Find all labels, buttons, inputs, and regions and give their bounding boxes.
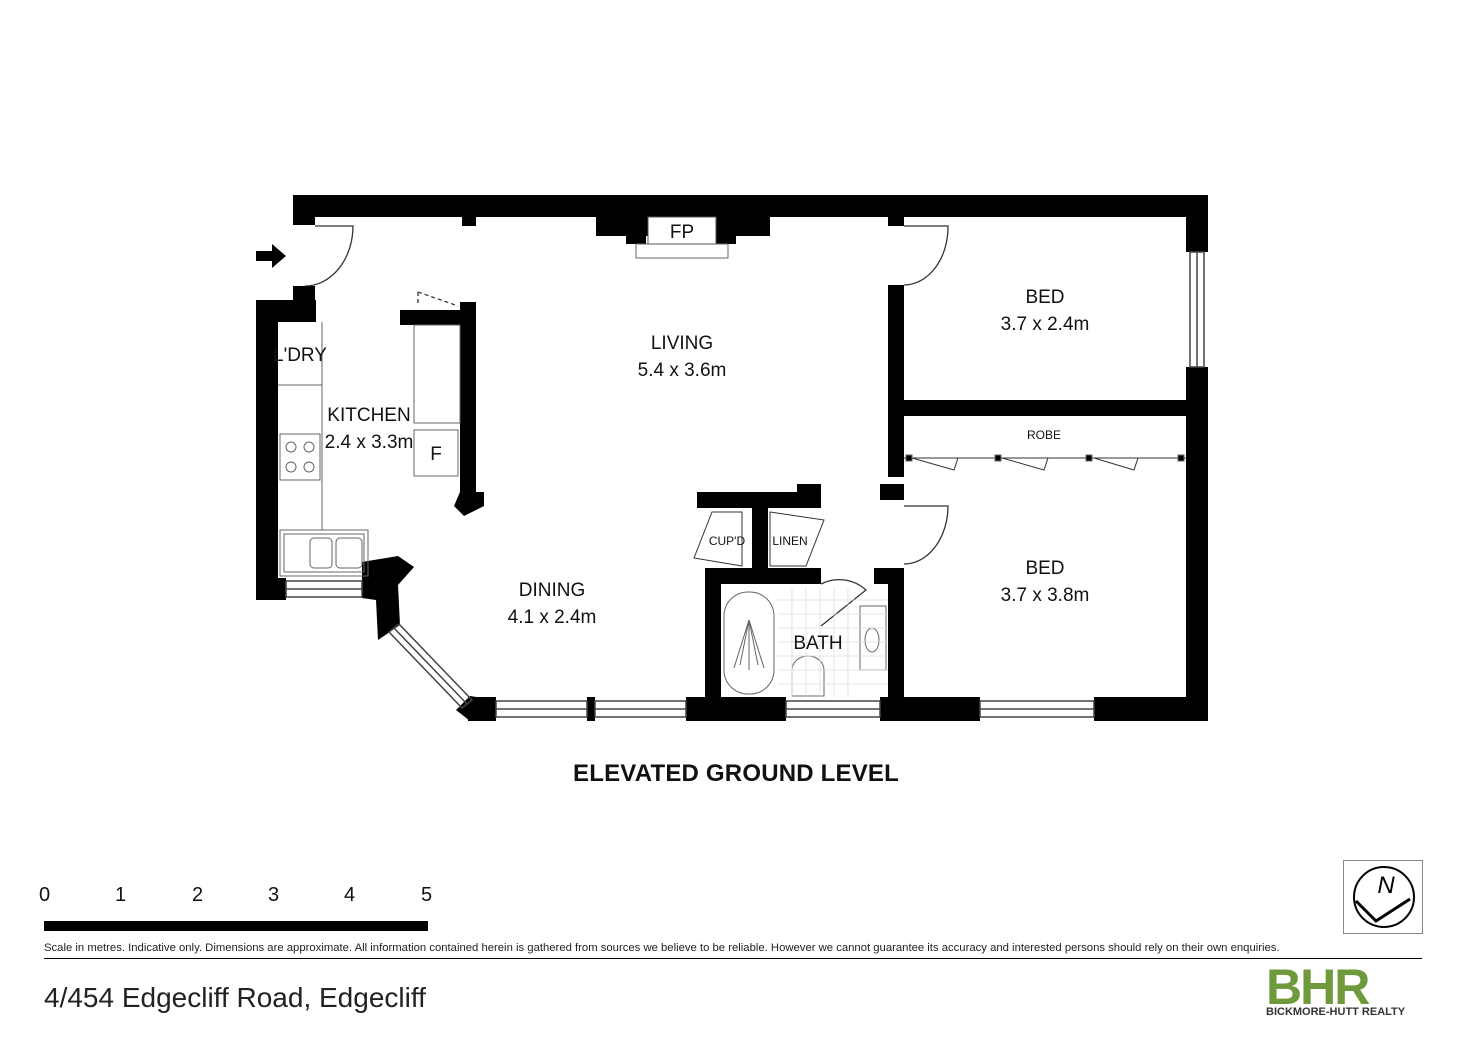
cupboard-label: CUP'D <box>709 534 746 548</box>
level-title: ELEVATED GROUND LEVEL <box>573 760 899 787</box>
scale-bar <box>44 921 428 931</box>
windows <box>285 251 1205 718</box>
bed1-size: 3.7 x 2.4m <box>1001 314 1090 335</box>
dining-name: DINING <box>519 580 586 601</box>
compass-north-label: N <box>1377 872 1395 899</box>
fixtures <box>278 216 1186 697</box>
scale-tick: 1 <box>115 884 127 906</box>
living-size: 5.4 x 3.6m <box>638 360 727 381</box>
fridge-label: F <box>430 444 442 465</box>
agency-logo: BHR BICKMORE-HUTT REALTY <box>1262 958 1424 1020</box>
linen-label: LINEN <box>772 534 807 548</box>
laundry-label: L'DRY <box>273 345 327 366</box>
robe-label: ROBE <box>1027 428 1061 442</box>
logo-mark: BHR <box>1266 959 1370 1015</box>
bath-label: BATH <box>793 633 842 654</box>
logo-name: BICKMORE-HUTT REALTY <box>1266 1006 1406 1018</box>
entry-arrow-icon <box>256 244 286 268</box>
disclaimer: Scale in metres. Indicative only. Dimens… <box>44 942 1280 954</box>
north-compass: N <box>1343 860 1423 934</box>
dining-size: 4.1 x 2.4m <box>508 607 597 628</box>
bed2-size: 3.7 x 3.8m <box>1001 585 1090 606</box>
kitchen-size: 2.4 x 3.3m <box>325 432 414 453</box>
scale-tick: 4 <box>344 884 356 906</box>
scale-tick: 2 <box>192 884 204 906</box>
scale-tick: 0 <box>39 884 51 906</box>
scale-tick: 3 <box>268 884 280 906</box>
doors <box>304 225 949 627</box>
scale-tick: 5 <box>421 884 433 906</box>
divider <box>44 958 1422 959</box>
kitchen-name: KITCHEN <box>327 405 410 426</box>
fireplace-label: FP <box>670 222 694 243</box>
property-address: 4/454 Edgecliff Road, Edgecliff <box>44 982 426 1013</box>
living-name: LIVING <box>651 333 713 354</box>
bed1-name: BED <box>1025 287 1064 308</box>
compass-icon: N <box>1353 866 1415 928</box>
bed2-name: BED <box>1025 558 1064 579</box>
walls <box>256 195 1208 721</box>
